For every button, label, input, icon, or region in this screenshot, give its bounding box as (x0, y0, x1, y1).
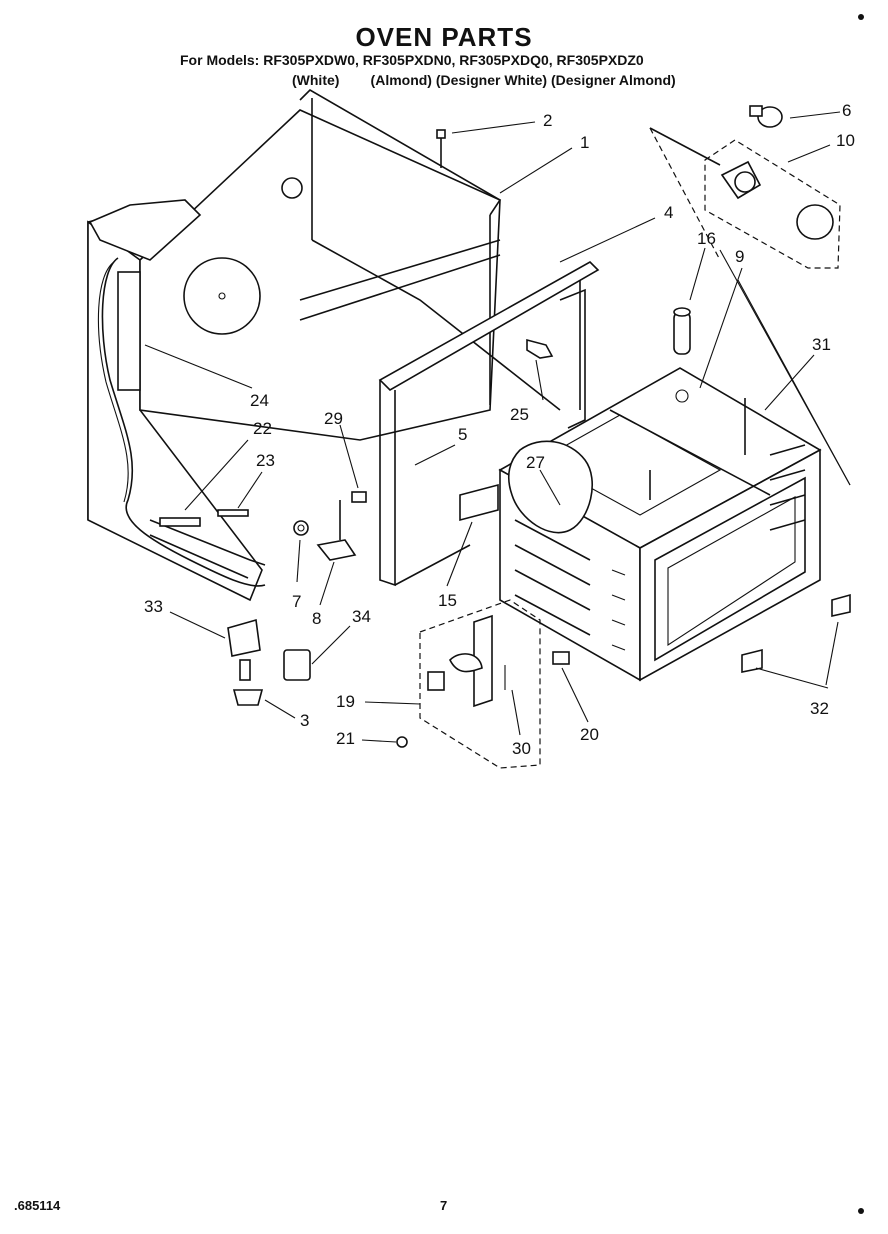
callout-8: 8 (312, 609, 321, 628)
callout-20: 20 (580, 725, 599, 744)
oven-cavity (498, 367, 822, 682)
callout-22: 22 (253, 419, 272, 438)
callout-4: 4 (664, 203, 673, 222)
callout-33: 33 (144, 597, 163, 616)
callout-9: 9 (735, 247, 744, 266)
callout-3: 3 (300, 711, 309, 730)
callout-labels: 1 2 3 4 5 6 7 8 9 10 15 16 19 20 21 22 2… (144, 101, 855, 758)
callout-19: 19 (336, 692, 355, 711)
callout-16: 16 (697, 229, 716, 248)
callout-7: 7 (292, 592, 301, 611)
callout-31: 31 (812, 335, 831, 354)
oven-sensor (673, 307, 691, 355)
callout-32: 32 (810, 699, 829, 718)
callout-21: 21 (336, 729, 355, 748)
registration-mark (858, 14, 864, 20)
oven-chassis (87, 88, 561, 602)
callout-5: 5 (458, 425, 467, 444)
callout-10: 10 (836, 131, 855, 150)
callout-24: 24 (250, 391, 269, 410)
callout-15: 15 (438, 591, 457, 610)
callout-6: 6 (842, 101, 851, 120)
small-parts (159, 129, 851, 769)
callout-34: 34 (352, 607, 371, 626)
callout-29: 29 (324, 409, 343, 428)
oven-light-assembly (649, 105, 841, 269)
callout-2: 2 (543, 111, 552, 130)
callout-30: 30 (512, 739, 531, 758)
document-number: .685114 (14, 1198, 61, 1213)
callout-23: 23 (256, 451, 275, 470)
leader-lines (144, 111, 851, 743)
callout-25: 25 (510, 405, 529, 424)
page-title: OVEN PARTS (355, 22, 533, 52)
model-list: For Models: RF305PXDW0, RF305PXDN0, RF30… (180, 52, 644, 68)
front-frame (378, 261, 600, 587)
model-colors: (White) (Almond) (Designer White) (Desig… (292, 72, 676, 88)
callout-1: 1 (580, 133, 589, 152)
page-number: 7 (440, 1198, 448, 1213)
registration-mark (858, 1208, 864, 1214)
callout-27: 27 (526, 453, 545, 472)
